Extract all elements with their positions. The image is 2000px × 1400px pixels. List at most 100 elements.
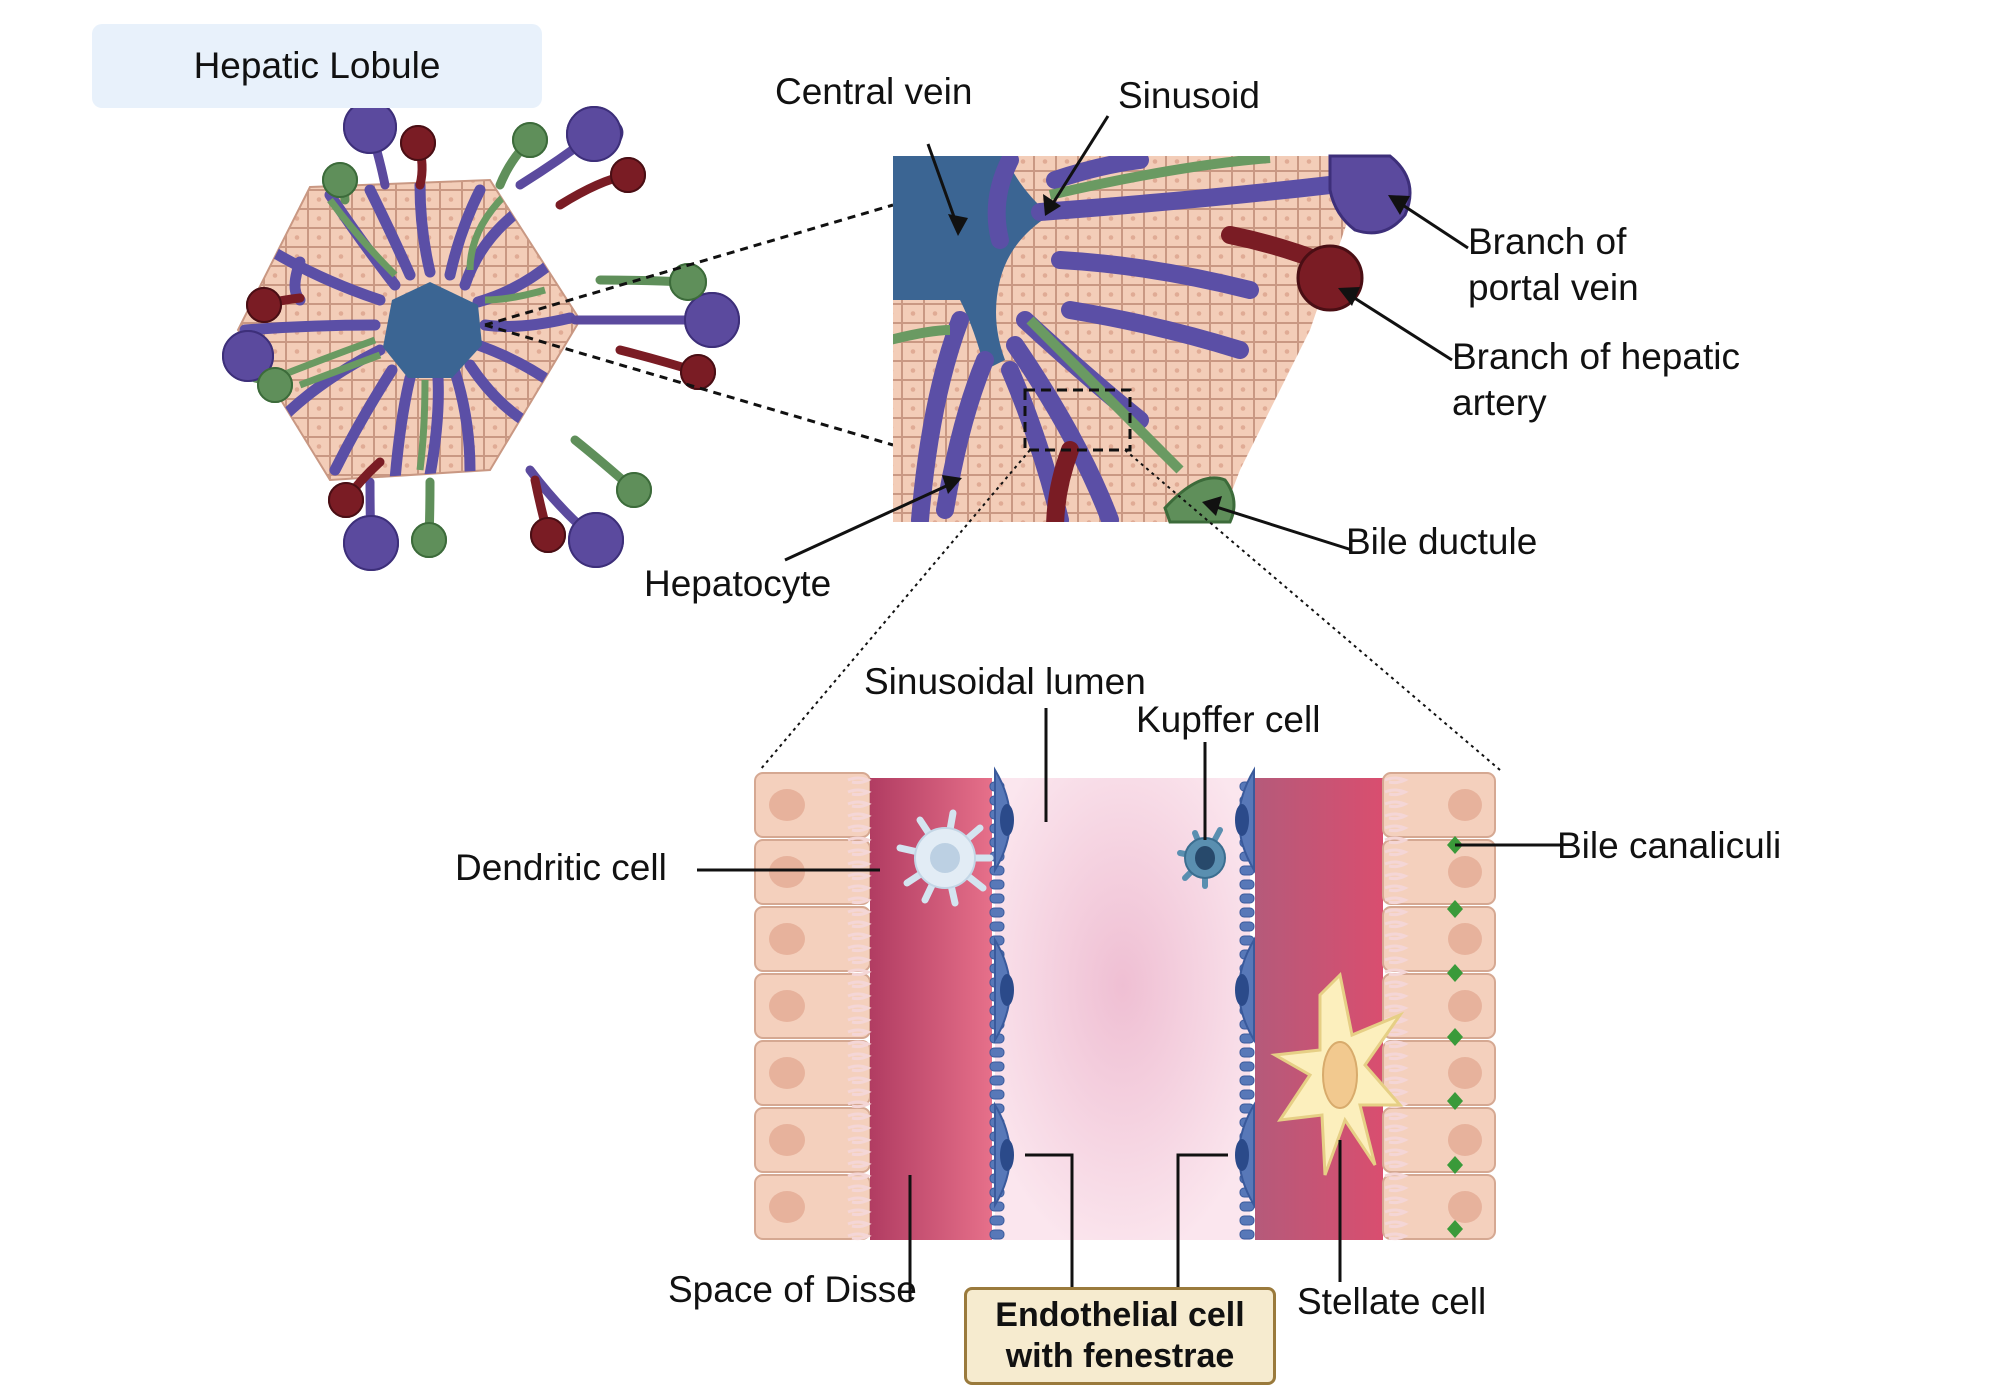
hepatocyte-cell bbox=[1382, 772, 1496, 838]
label-kupffer-cell: Kupffer cell bbox=[1136, 699, 1321, 740]
microvillus bbox=[1384, 1112, 1409, 1121]
microvillus bbox=[847, 944, 872, 953]
fenestra-segment bbox=[989, 1229, 1005, 1240]
microvillus bbox=[1384, 824, 1409, 833]
fenestra-segment bbox=[989, 1061, 1005, 1072]
microvillus bbox=[847, 1124, 872, 1133]
arrowheads bbox=[942, 194, 1410, 516]
microvillus bbox=[1384, 848, 1409, 857]
microvillus bbox=[847, 860, 872, 869]
hepatocyte-cell bbox=[1382, 1040, 1496, 1106]
microvillus bbox=[847, 1076, 872, 1085]
zoom-portal-vein bbox=[1328, 154, 1412, 235]
fenestra-segment bbox=[1239, 879, 1255, 890]
label-sinusoid: Sinusoid bbox=[1118, 75, 1260, 116]
hepatocyte-nucleus bbox=[769, 856, 805, 888]
hepatocyte-nucleus bbox=[1448, 923, 1482, 955]
microvillus bbox=[847, 1100, 872, 1109]
microvillus bbox=[847, 1160, 872, 1169]
microvillus bbox=[847, 1172, 872, 1181]
hepatic-lobule bbox=[222, 100, 740, 571]
fenestra-segment bbox=[1239, 1075, 1255, 1086]
fenestra-segment bbox=[1239, 1061, 1255, 1072]
microvillus bbox=[1384, 992, 1409, 1001]
lobule-sinusoids bbox=[239, 180, 576, 480]
hepatocyte-cell bbox=[1382, 906, 1496, 972]
microvillus bbox=[847, 908, 872, 917]
bile-canaliculus bbox=[1447, 1028, 1463, 1046]
endothelial-nucleus bbox=[1000, 1139, 1014, 1171]
fenestra-segment bbox=[1239, 921, 1255, 932]
hepatocyte-nucleus bbox=[769, 1191, 805, 1223]
hepatocyte-nucleus bbox=[1448, 1124, 1482, 1156]
microvillus bbox=[847, 836, 872, 845]
microvillus bbox=[847, 1028, 872, 1037]
bile-canaliculus bbox=[1447, 900, 1463, 918]
microvillus bbox=[847, 1112, 872, 1121]
microvillus bbox=[1384, 980, 1409, 989]
label-sinusoidal-lumen: Sinusoidal lumen bbox=[864, 661, 1146, 702]
microvillus bbox=[1384, 812, 1409, 821]
zoom-central-vein bbox=[893, 156, 1050, 370]
label-central-vein: Central vein bbox=[775, 71, 973, 112]
microvillus bbox=[1384, 1148, 1409, 1157]
microvillus bbox=[1384, 920, 1409, 929]
label-endothelial-line-2: with fenestrae bbox=[1005, 1337, 1235, 1375]
hepatocyte-cell bbox=[1382, 839, 1496, 905]
hepatocyte-cell bbox=[1382, 973, 1496, 1039]
label-hepatic-artery-1: Branch of hepatic bbox=[1452, 336, 1740, 377]
bile-canaliculus bbox=[1447, 1156, 1463, 1174]
microvillus bbox=[1384, 860, 1409, 869]
fenestra-segment bbox=[989, 1215, 1005, 1226]
microvillus bbox=[1384, 1124, 1409, 1133]
microvillus bbox=[1384, 836, 1409, 845]
hepatocyte-nucleus bbox=[769, 1057, 805, 1089]
microvillus bbox=[1384, 788, 1409, 797]
microvillus bbox=[1384, 1160, 1409, 1169]
leader-lines bbox=[697, 115, 1563, 1300]
endothelial-cells bbox=[989, 766, 1255, 1240]
microvillus bbox=[847, 884, 872, 893]
microvilli bbox=[847, 776, 1409, 1241]
fenestra-segment bbox=[989, 893, 1005, 904]
microvillus bbox=[847, 1016, 872, 1025]
microvillus bbox=[847, 932, 872, 941]
hepatocyte-nucleus bbox=[769, 990, 805, 1022]
microvillus bbox=[847, 1208, 872, 1217]
zoom-lines-1 bbox=[484, 203, 894, 447]
microvillus bbox=[847, 896, 872, 905]
microvillus bbox=[1384, 944, 1409, 953]
label-hepatocyte: Hepatocyte bbox=[644, 563, 832, 604]
label-stellate-cell: Stellate cell bbox=[1297, 1281, 1487, 1322]
zoomed-lobule-section bbox=[893, 154, 1412, 524]
fenestra-segment bbox=[989, 921, 1005, 932]
fenestra-segment bbox=[989, 1089, 1005, 1100]
fenestra-segment bbox=[1239, 1089, 1255, 1100]
hepatocyte-nucleus bbox=[1448, 990, 1482, 1022]
fenestra-segment bbox=[989, 879, 1005, 890]
microvillus bbox=[1384, 1064, 1409, 1073]
microvillus bbox=[1384, 956, 1409, 965]
microvillus bbox=[1384, 800, 1409, 809]
microvillus bbox=[1384, 1196, 1409, 1205]
microvillus bbox=[847, 812, 872, 821]
microvillus bbox=[847, 776, 872, 785]
label-bile-canaliculi: Bile canaliculi bbox=[1557, 825, 1782, 866]
fenestra-segment bbox=[1239, 893, 1255, 904]
microvillus bbox=[1384, 884, 1409, 893]
microvillus bbox=[1384, 872, 1409, 881]
microvillus bbox=[847, 872, 872, 881]
microvillus bbox=[847, 1136, 872, 1145]
microvillus bbox=[847, 1052, 872, 1061]
microvillus bbox=[847, 968, 872, 977]
hepatocyte-nucleus bbox=[769, 1124, 805, 1156]
hepatocyte-nucleus bbox=[1448, 1057, 1482, 1089]
bile-canaliculus bbox=[1447, 1092, 1463, 1110]
hepatocyte-nucleus bbox=[1448, 1191, 1482, 1223]
fenestra-segment bbox=[1239, 1047, 1255, 1058]
label-portal-vein-1: Branch of bbox=[1468, 221, 1627, 262]
sinusoid-detail bbox=[754, 766, 1496, 1241]
microvillus bbox=[1384, 968, 1409, 977]
microvillus bbox=[1384, 1184, 1409, 1193]
fenestra-segment bbox=[1239, 907, 1255, 918]
